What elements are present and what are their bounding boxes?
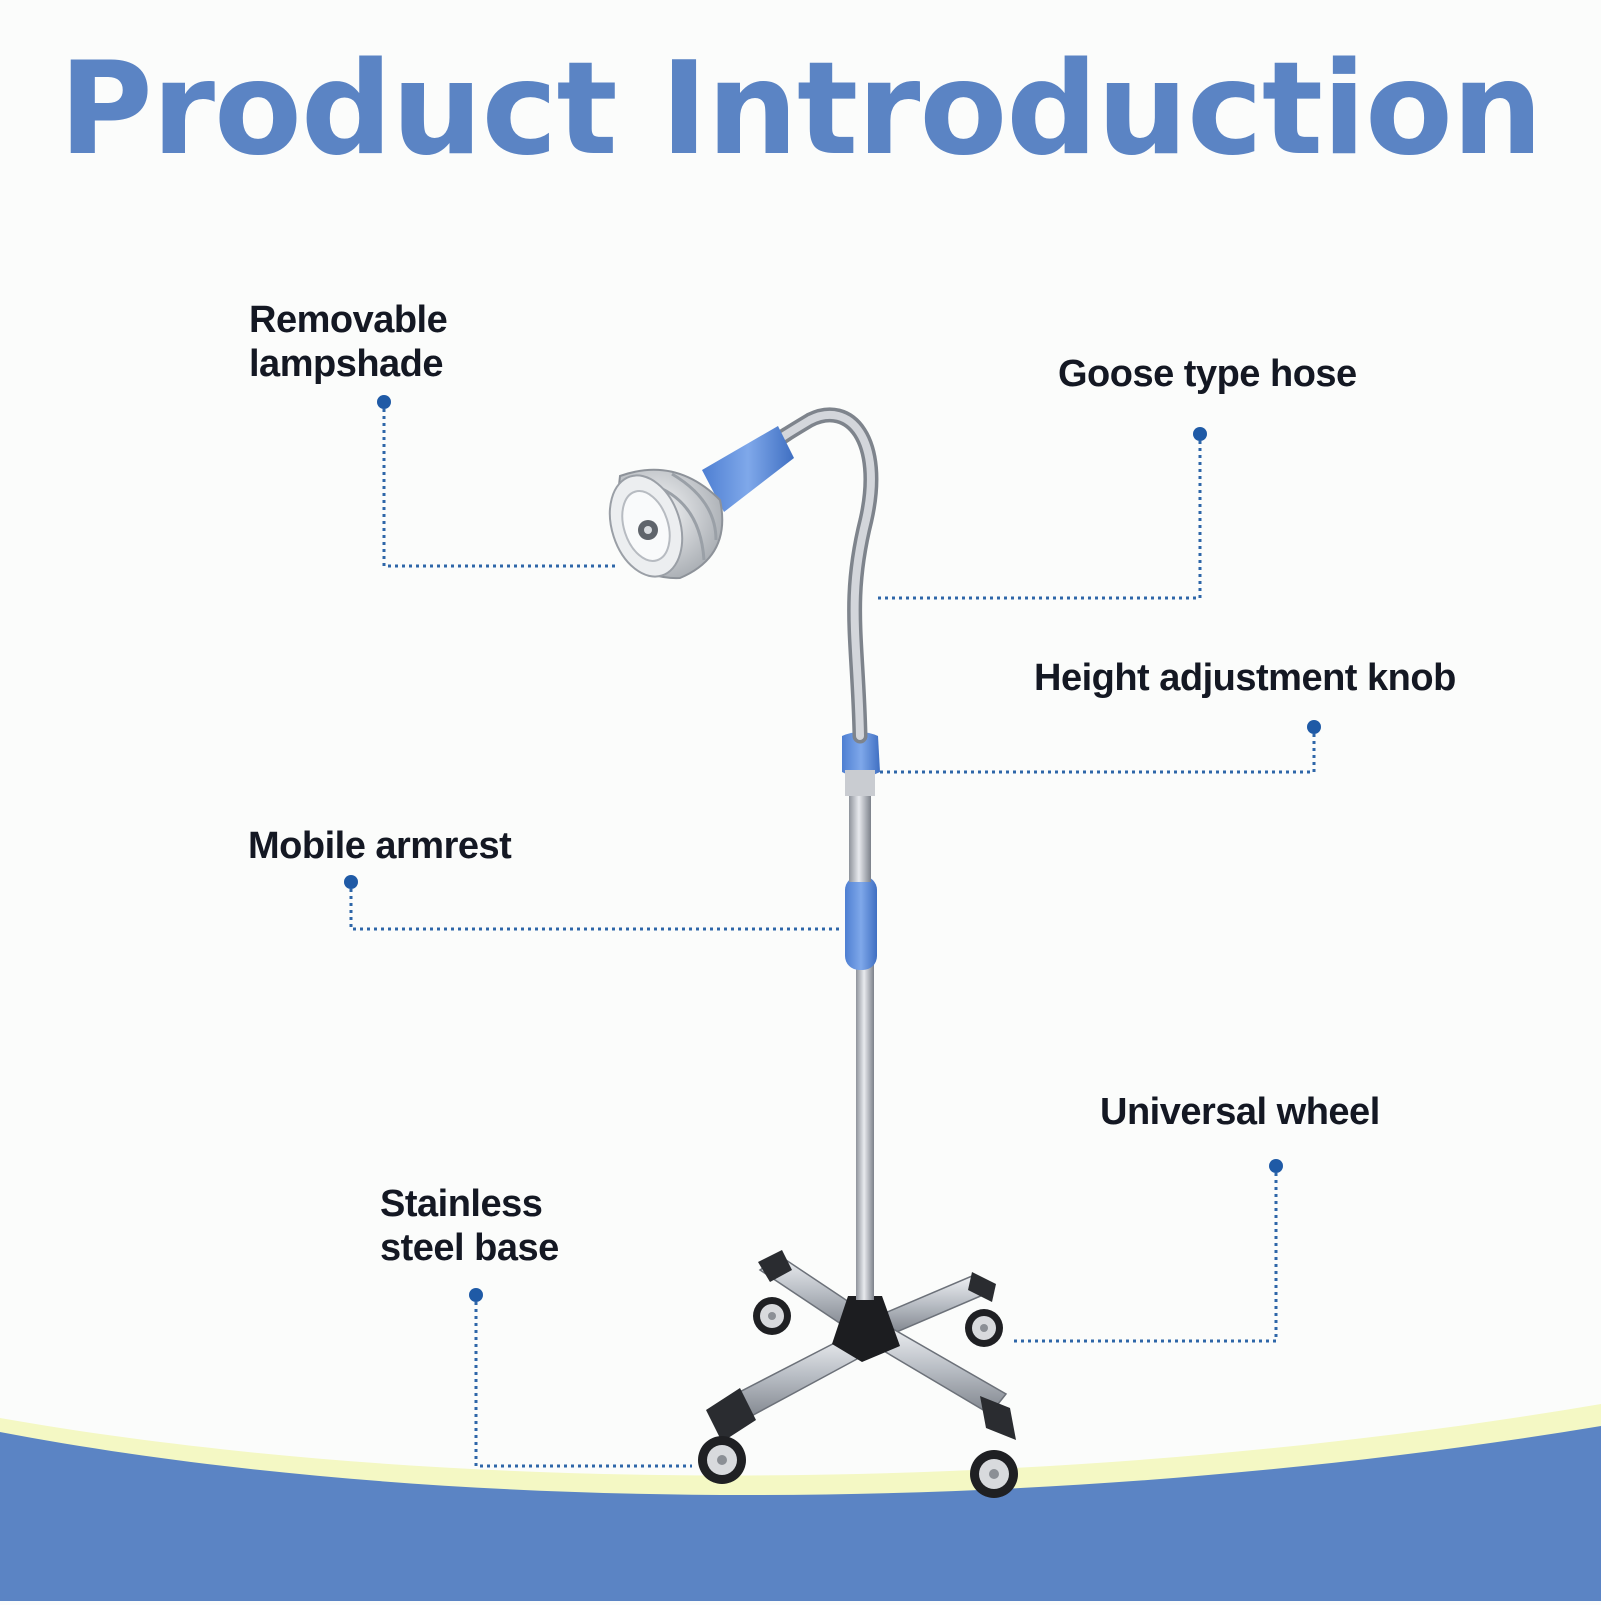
lamp-neck	[702, 426, 794, 512]
label-universal-wheel: Universal wheel	[1100, 1091, 1380, 1133]
lower-pole	[856, 960, 874, 1300]
wheel-back-right	[965, 1309, 1003, 1347]
dot-wheel	[1269, 1159, 1283, 1173]
leader-lampshade	[382, 402, 616, 568]
label-stainless-steel-base: Stainless steel base	[380, 1183, 559, 1269]
label-goose-type-hose: Goose type hose	[1058, 353, 1357, 395]
mid-pole	[849, 790, 871, 882]
steel-base	[706, 1250, 1016, 1442]
height-adjustment-knob	[842, 732, 880, 777]
leader-knob	[874, 727, 1316, 774]
leader-armrest	[349, 882, 842, 931]
leader-wheel	[1010, 1166, 1278, 1343]
removable-lampshade	[608, 468, 724, 580]
dot-armrest	[344, 875, 358, 889]
page-title: Product Introduction	[59, 35, 1543, 184]
wheel-front-right	[970, 1450, 1018, 1498]
leader-dots	[344, 395, 1321, 1302]
dot-base	[469, 1288, 483, 1302]
wave-blue	[0, 1426, 1601, 1601]
dot-lampshade	[377, 395, 391, 409]
universal-wheels	[698, 1297, 1018, 1498]
label-height-adjustment-knob: Height adjustment knob	[1034, 657, 1456, 699]
wheel-back-left	[753, 1297, 791, 1335]
leader-hose	[876, 434, 1202, 600]
leader-lines	[349, 402, 1316, 1468]
wheel-front-left	[698, 1436, 746, 1484]
leader-base	[474, 1295, 692, 1468]
label-mobile-armrest: Mobile armrest	[248, 825, 512, 867]
dot-hose	[1193, 427, 1207, 441]
mobile-armrest-grip	[845, 876, 877, 970]
dot-knob	[1307, 720, 1321, 734]
lamp-illustration	[608, 407, 1018, 1498]
label-removable-lampshade: Removable lampshade	[249, 299, 448, 385]
